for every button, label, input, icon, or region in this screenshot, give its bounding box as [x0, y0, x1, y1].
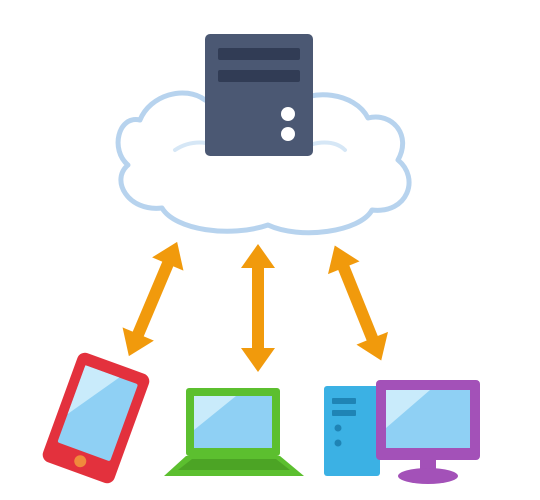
arrow-to-laptop	[241, 244, 275, 372]
monitor-icon	[376, 380, 480, 484]
server-icon	[205, 34, 313, 156]
desktop-tower-icon	[324, 386, 380, 476]
smartphone-icon	[42, 352, 150, 484]
laptop-icon	[164, 388, 304, 476]
arrow-to-phone	[122, 241, 184, 357]
arrow-to-desktop	[328, 245, 388, 361]
